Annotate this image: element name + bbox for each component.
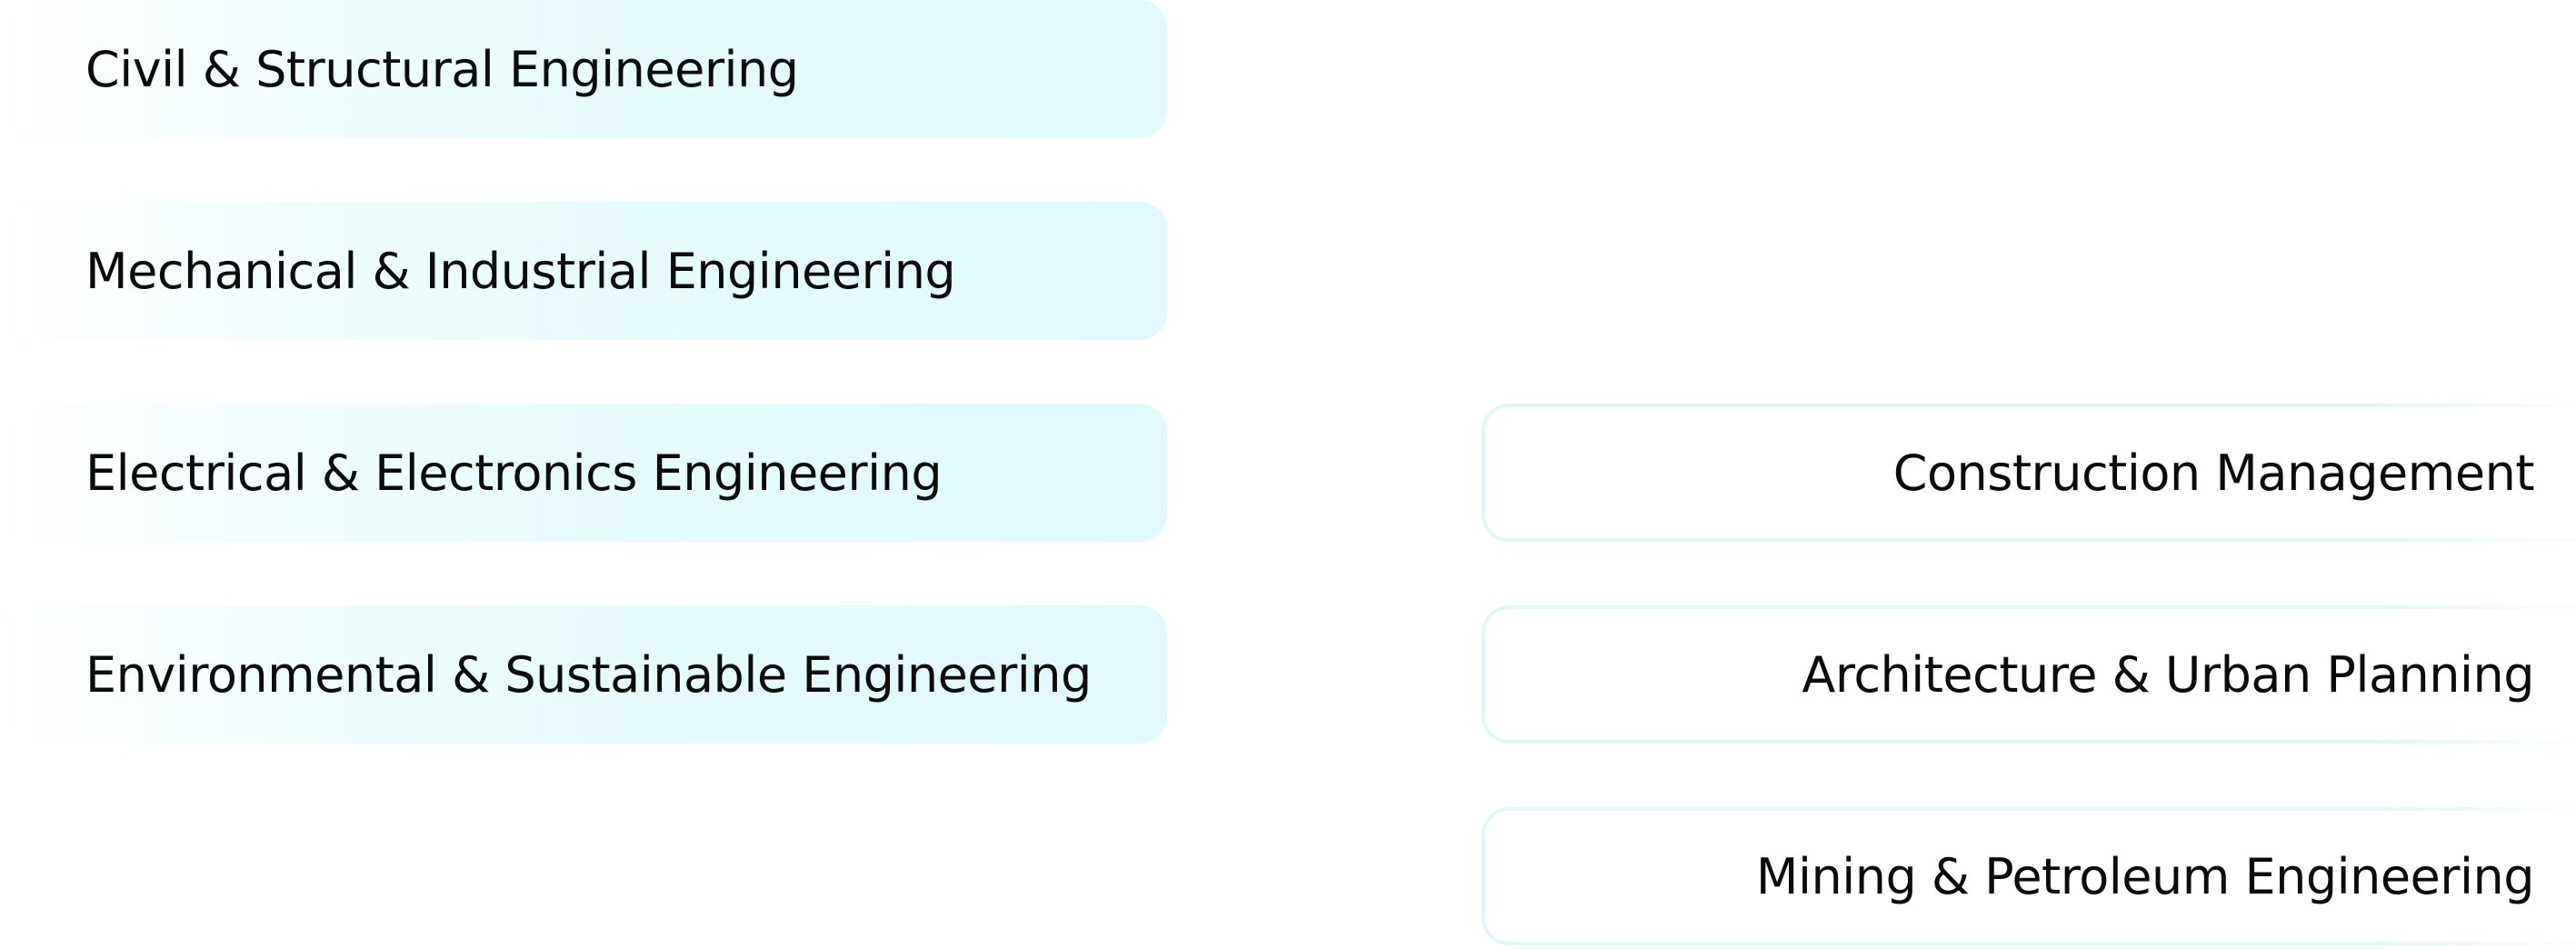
category-construction-management[interactable]: Construction Management [1482,404,2576,542]
category-label: Environmental & Sustainable Engineering [85,645,1092,704]
category-label: Architecture & Urban Planning [1802,645,2534,704]
category-environmental-sustainable-engineering[interactable]: Environmental & Sustainable Engineering [0,605,1167,744]
category-electrical-electronics-engineering[interactable]: Electrical & Electronics Engineering [0,404,1167,542]
category-mechanical-industrial-engineering[interactable]: Mechanical & Industrial Engineering [0,202,1167,340]
category-label: Mining & Petroleum Engineering [1755,847,2535,905]
category-label: Construction Management [1892,444,2535,502]
category-civil-structural-engineering[interactable]: Civil & Structural Engineering [0,0,1167,138]
category-label: Civil & Structural Engineering [85,40,799,98]
category-label: Mechanical & Industrial Engineering [85,242,956,300]
category-architecture-urban-planning[interactable]: Architecture & Urban Planning [1482,605,2576,744]
category-label: Electrical & Electronics Engineering [85,444,943,502]
category-mining-petroleum-engineering[interactable]: Mining & Petroleum Engineering [1482,807,2576,945]
